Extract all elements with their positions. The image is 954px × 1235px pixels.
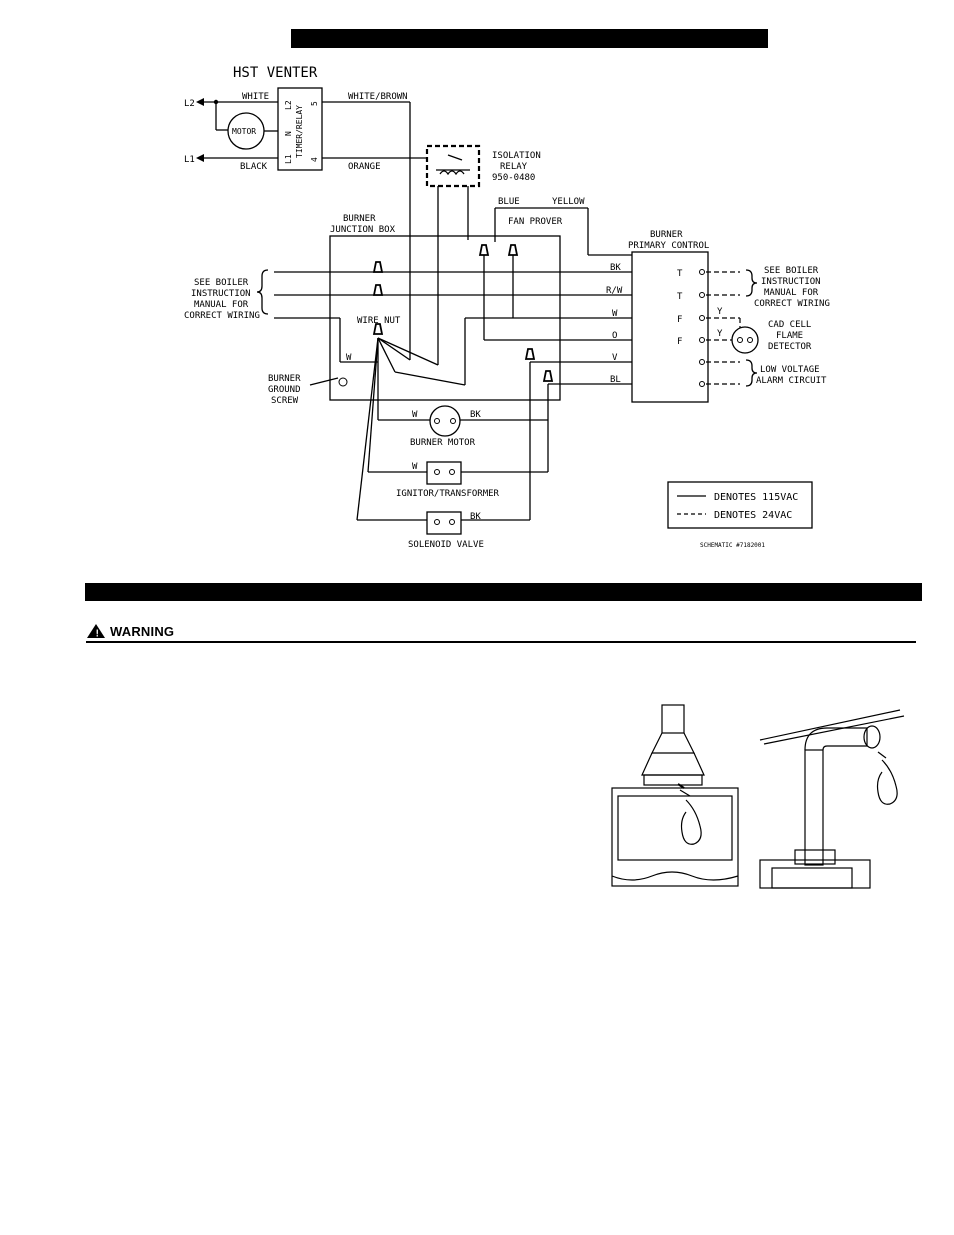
right-note-l4: CORRECT WIRING xyxy=(754,299,830,309)
ignitor-w: W xyxy=(412,462,418,472)
isolation-relay-box xyxy=(425,144,481,188)
burner-motor-w: W xyxy=(412,410,418,420)
wire-y1: Y xyxy=(717,307,723,317)
warning-triangle-icon: ! xyxy=(87,624,105,640)
wire-nut-label: WIRE NUT xyxy=(357,316,401,326)
spillage-test-illustration xyxy=(611,704,905,889)
legend-solid: DENOTES 115VAC xyxy=(714,492,798,503)
terminal-t2: T xyxy=(677,292,683,302)
pin-n: N xyxy=(284,131,293,136)
alarm-l2: ALARM CIRCUIT xyxy=(756,376,827,386)
junction-w-label: W xyxy=(346,353,352,363)
fan-yellow: YELLOW xyxy=(552,197,585,207)
left-note-l4: CORRECT WIRING xyxy=(184,311,260,321)
timer-relay-label: TIMER/RELAY xyxy=(295,105,304,158)
schematic-number: SCHEMATIC #7182001 xyxy=(700,542,765,549)
isolation-relay-line3: 950-0480 xyxy=(492,173,535,183)
wire-v: V xyxy=(612,353,618,363)
terminal-t1: T xyxy=(677,269,683,279)
label-l1: L1 xyxy=(184,155,195,165)
timer-relay-box xyxy=(277,87,323,171)
legend-box xyxy=(667,481,813,529)
wire-y2: Y xyxy=(717,329,723,339)
wire-bl: BL xyxy=(610,375,621,385)
fan-prover-label: FAN PROVER xyxy=(508,217,563,227)
wire-o: O xyxy=(612,331,617,341)
left-note-l3: MANUAL FOR xyxy=(194,300,249,310)
label-l2: L2 xyxy=(184,99,195,109)
warning-rule xyxy=(86,641,916,643)
svg-text:!: ! xyxy=(94,629,100,640)
wire-rw: R/W xyxy=(606,286,623,296)
ignitor-transformer xyxy=(426,461,462,485)
wire-bk: BK xyxy=(610,263,621,273)
solenoid-label: SOLENOID VALVE xyxy=(408,540,484,550)
isolation-relay-line2: RELAY xyxy=(500,162,528,172)
burner-motor-bk: BK xyxy=(470,410,481,420)
section-header-bar-mid xyxy=(85,583,922,601)
isolation-relay-line1: ISOLATION xyxy=(492,151,541,161)
cad-cell-l1: CAD CELL xyxy=(768,320,811,330)
wire-w: W xyxy=(612,309,618,319)
cad-cell xyxy=(731,326,759,354)
right-note-l3: MANUAL FOR xyxy=(764,288,819,298)
primary-control-line2: PRIMARY CONTROL xyxy=(628,241,709,251)
ground-l2: GROUND xyxy=(268,385,301,395)
terminal-f1: F xyxy=(677,315,682,325)
section-header-bar-top xyxy=(291,29,768,48)
burner-motor-label: BURNER MOTOR xyxy=(410,438,476,448)
pin-4: 4 xyxy=(310,157,319,162)
label-orange: ORANGE xyxy=(348,162,381,172)
left-note-l2: INSTRUCTION xyxy=(191,289,251,299)
right-note-l1: SEE BOILER xyxy=(764,266,819,276)
left-note-l1: SEE BOILER xyxy=(194,278,249,288)
fan-blue: BLUE xyxy=(498,197,520,207)
warning-heading: ! WARNING xyxy=(86,623,174,639)
wiring-schematic: HST VENTER L2 L1 WHITE BLACK MOTOR WHITE… xyxy=(184,65,830,550)
label-black: BLACK xyxy=(240,162,268,172)
solenoid-valve xyxy=(426,511,462,535)
pin-l1: L1 xyxy=(284,154,293,164)
cad-cell-l2: FLAME xyxy=(776,331,803,341)
warning-label: WARNING xyxy=(110,623,175,639)
label-white-brown: WHITE/BROWN xyxy=(348,92,408,102)
junction-box-line1: BURNER xyxy=(343,214,376,224)
pin-5: 5 xyxy=(310,101,319,106)
burner-primary-control xyxy=(631,251,709,403)
ground-l1: BURNER xyxy=(268,374,301,384)
solenoid-bk: BK xyxy=(470,512,481,522)
right-note-l2: INSTRUCTION xyxy=(761,277,821,287)
terminal-f2: F xyxy=(677,337,682,347)
label-white: WHITE xyxy=(242,92,269,102)
legend-dashed: DENOTES 24VAC xyxy=(714,510,792,521)
pin-l2: L2 xyxy=(284,100,293,110)
ignitor-label: IGNITOR/TRANSFORMER xyxy=(396,489,500,499)
primary-control-line1: BURNER xyxy=(650,230,683,240)
burner-motor xyxy=(429,405,461,437)
alarm-l1: LOW VOLTAGE xyxy=(760,365,820,375)
cad-cell-l3: DETECTOR xyxy=(768,342,812,352)
motor-label: MOTOR xyxy=(232,127,256,136)
venter-title: HST VENTER xyxy=(233,65,318,81)
junction-box-line2: JUNCTION BOX xyxy=(330,225,396,235)
ground-l3: SCREW xyxy=(271,396,299,406)
